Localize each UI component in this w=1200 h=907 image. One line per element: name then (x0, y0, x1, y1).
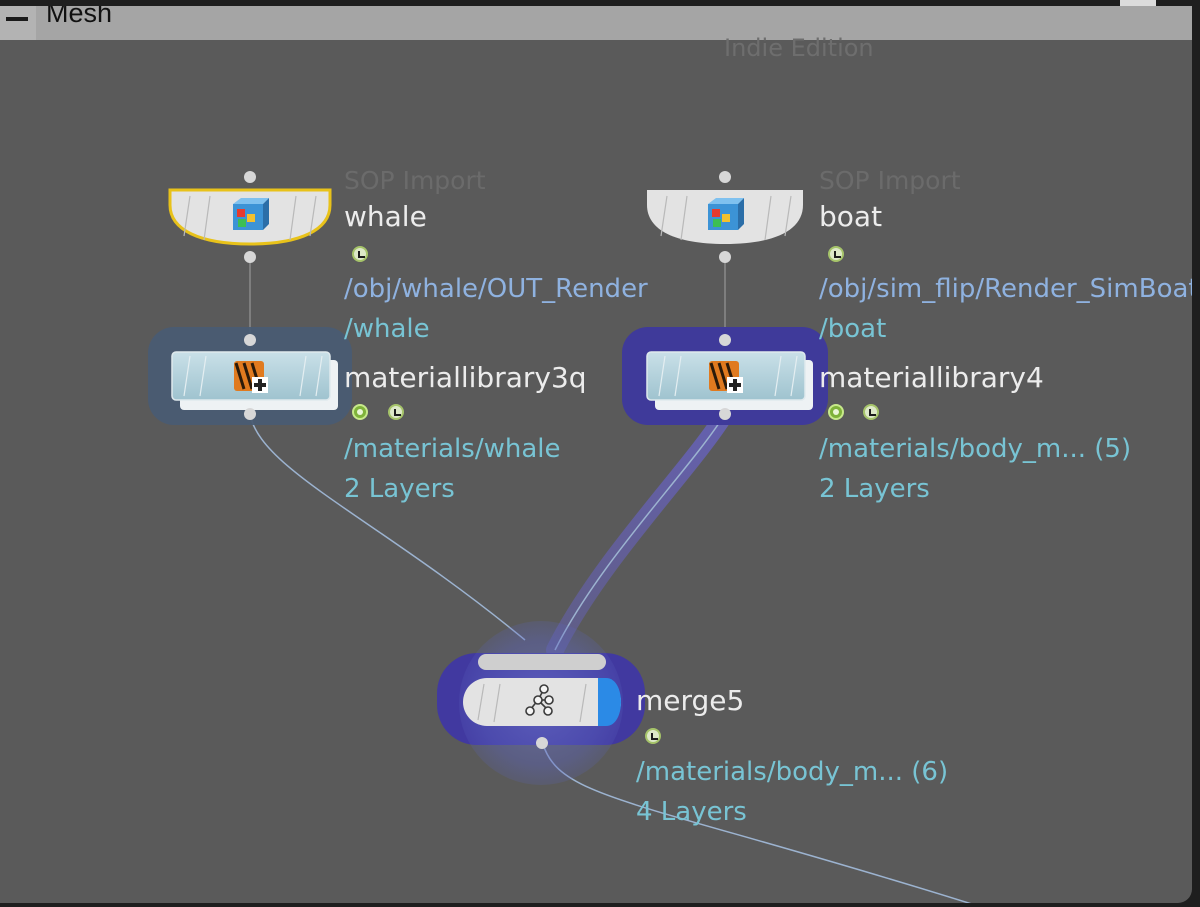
clock-flag-icon (388, 404, 404, 420)
node-type-label: SOP Import (344, 166, 486, 195)
node-material-path: /materials/whale (344, 434, 561, 464)
node-materiallibrary4[interactable] (622, 327, 828, 425)
input-dot[interactable] (719, 334, 731, 346)
box-import-icon (233, 198, 269, 230)
node-name-materiallibrary4[interactable]: materiallibrary4 (819, 361, 1044, 394)
input-dot[interactable] (719, 171, 731, 183)
clock-flag-icon (863, 404, 879, 420)
edition-watermark: Indie Edition (724, 34, 874, 62)
node-materiallibrary3q[interactable] (148, 327, 352, 425)
node-prim-path: /boat (819, 314, 887, 344)
input-dot[interactable] (244, 334, 256, 346)
node-name-materiallibrary3q[interactable]: materiallibrary3q (344, 361, 587, 394)
input-dot[interactable] (244, 171, 256, 183)
node-layer-count: 4 Layers (636, 797, 747, 827)
wire-ml4-to-merge5[interactable] (554, 413, 726, 651)
clock-flag-icon (645, 728, 661, 744)
minus-icon (6, 17, 28, 21)
node-sop-path: /obj/whale/OUT_Render (344, 274, 648, 304)
input-bar[interactable] (478, 654, 606, 670)
material-library-icon (234, 361, 268, 393)
top-strip-right (1120, 0, 1156, 6)
node-name-boat[interactable]: boat (819, 200, 883, 233)
display-flag-icon (828, 404, 844, 420)
node-name-whale[interactable]: whale (344, 200, 427, 233)
output-dot[interactable] (244, 408, 256, 420)
node-material-path: /materials/body_m... (6) (636, 757, 949, 787)
collapse-button[interactable] (0, 6, 36, 40)
top-strip (1030, 0, 1070, 6)
network-canvas[interactable]: Mesh Indie Edition (0, 6, 1192, 903)
output-dot[interactable] (719, 251, 731, 263)
clock-flag-icon (352, 246, 368, 262)
node-sop-path: /obj/sim_flip/Render_SimBoat (819, 274, 1192, 304)
node-merge5[interactable] (437, 621, 645, 785)
network-box-title: Mesh (46, 6, 113, 28)
merge-graph-icon (525, 684, 554, 716)
node-material-path: /materials/body_m... (5) (819, 434, 1132, 464)
node-type-label: SOP Import (819, 166, 961, 195)
clock-flag-icon (828, 246, 844, 262)
node-name-merge5[interactable]: merge5 (636, 684, 745, 717)
wire-ml3q-to-merge5[interactable] (249, 413, 526, 641)
material-library-icon (709, 361, 743, 393)
display-flag-icon (352, 404, 368, 420)
node-boat[interactable] (647, 171, 803, 263)
node-prim-path: /whale (344, 314, 430, 344)
node-layer-count: 2 Layers (344, 474, 455, 504)
box-import-icon (708, 198, 744, 230)
network-graph[interactable] (0, 6, 1192, 903)
output-dot[interactable] (536, 737, 548, 749)
output-dot[interactable] (244, 251, 256, 263)
output-dot[interactable] (719, 408, 731, 420)
node-layer-count: 2 Layers (819, 474, 930, 504)
network-box-header[interactable]: Mesh (0, 6, 1192, 40)
node-whale[interactable] (168, 171, 332, 263)
